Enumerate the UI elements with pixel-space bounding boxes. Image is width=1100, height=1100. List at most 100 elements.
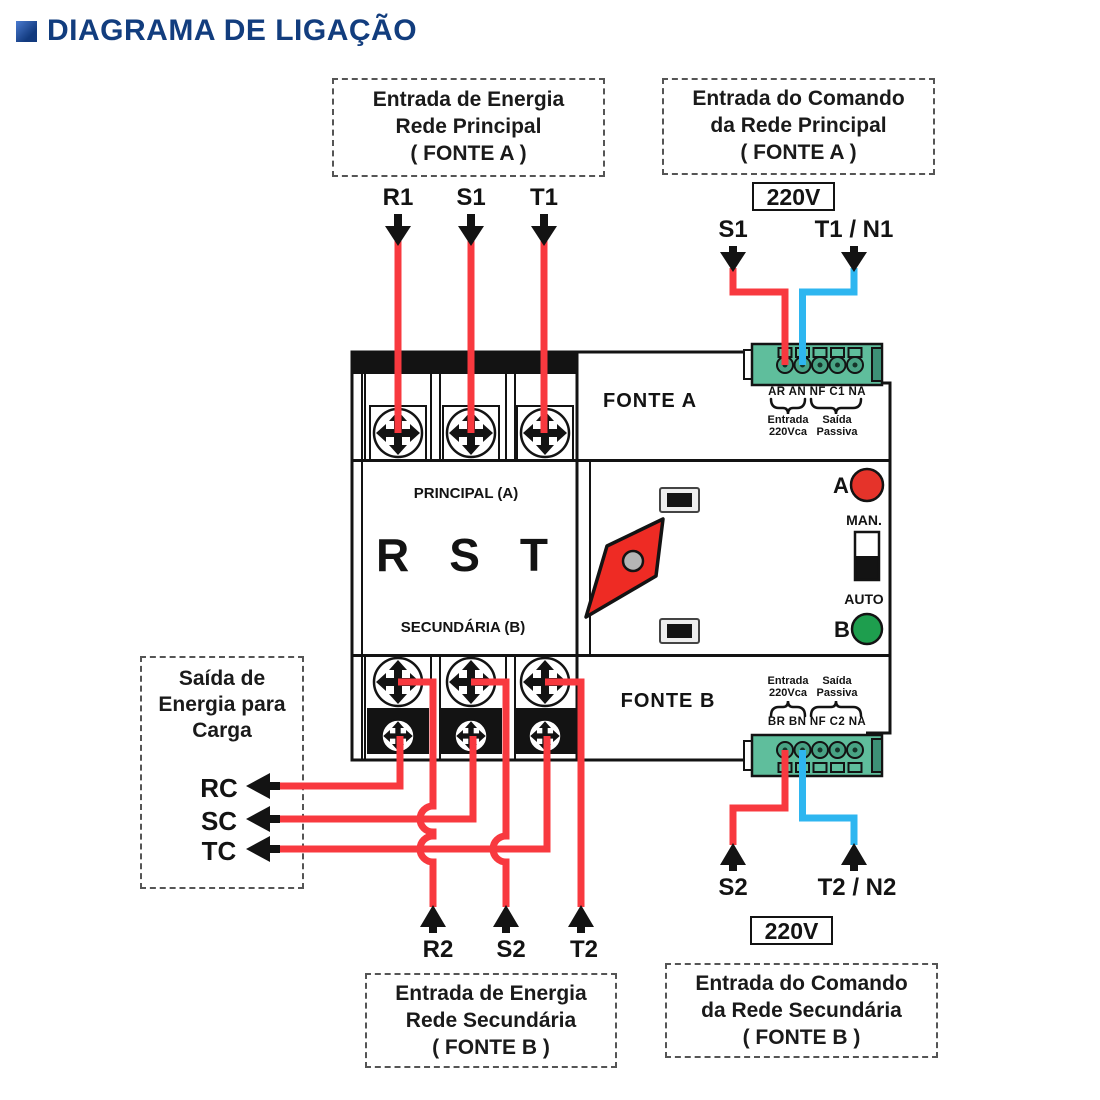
screw-terminal-icon: [372, 407, 424, 459]
box-command-input-b: Entrada do Comando da Rede Secundária ( …: [665, 963, 938, 1058]
label-s2: S2: [496, 936, 526, 963]
arrow-t1-down: [531, 214, 557, 246]
arrow-r1-down: [385, 214, 411, 246]
box-line: Carga: [192, 719, 252, 742]
label-220vca-b: 220Vca: [769, 687, 807, 699]
label-cmd-s2: S2: [718, 874, 748, 901]
label-rc: RC: [200, 773, 238, 803]
phase-t: T: [519, 529, 549, 581]
label-cmd-t1n1: T1 / N1: [814, 216, 894, 243]
man-auto-toggle[interactable]: [853, 530, 881, 582]
box-line: da Rede Principal: [710, 114, 887, 137]
label-rst: R S T: [376, 528, 548, 582]
arrow-s1-down: [458, 214, 484, 246]
label-secundaria-b: SECUNDÁRIA (B): [400, 619, 526, 636]
phase-s: S: [449, 529, 480, 581]
transfer-handle[interactable]: [584, 517, 665, 619]
page-title-row: DIAGRAMA DE LIGAÇÃO: [16, 14, 417, 48]
screw-terminal-icon: [528, 719, 562, 753]
device-body: [352, 352, 890, 760]
brace-saida-a: [809, 397, 863, 415]
label-passiva-a: Passiva: [816, 426, 858, 438]
label-entrada-a: Entrada: [767, 414, 809, 426]
section-label-fonte-b: FONTE B: [620, 690, 716, 712]
label-led-b: B: [834, 617, 850, 642]
voltage-badge-bottom: 220V: [750, 916, 833, 945]
label-led-a: A: [833, 473, 849, 498]
label-t1: T1: [529, 184, 559, 211]
box-line: ( FONTE A ): [410, 142, 527, 165]
wire-cmd-a-neutral: [799, 268, 858, 365]
strip-labels-a: AR AN NF C1 NA: [768, 386, 866, 398]
box-line: Rede Secundária: [405, 1009, 577, 1032]
box-line: Entrada de Energia: [395, 982, 587, 1005]
label-r1: R1: [382, 184, 414, 211]
box-line: Saída de: [178, 667, 266, 690]
arrow-t2-up: [568, 905, 594, 933]
box-line: Entrada do Comando: [692, 87, 905, 110]
label-cmd-t2n2: T2 / N2: [817, 874, 897, 901]
label-man: MAN.: [846, 512, 882, 528]
wire-cmd-a-live: [729, 268, 789, 365]
box-main-input-b: Entrada de Energia Rede Secundária ( FON…: [365, 973, 617, 1068]
screw-terminal-icon: [381, 719, 415, 753]
wire-t2: [545, 678, 585, 907]
led-source-a: [849, 467, 885, 503]
screw-terminal-icon: [519, 656, 571, 708]
arrow-cmd-s1-down: [720, 246, 746, 272]
label-passiva-b: Passiva: [816, 687, 858, 699]
arrow-r2-up: [420, 905, 446, 933]
screw-terminal-icon: [445, 407, 497, 459]
brace-entrada-b: [769, 700, 807, 718]
label-principal-a: PRINCIPAL (A): [413, 485, 519, 502]
box-line: ( FONTE B ): [742, 1026, 861, 1049]
label-sc: SC: [200, 806, 238, 836]
box-load-output: Saída de Energia para Carga: [140, 656, 304, 889]
title-bullet-square-icon: [16, 20, 37, 42]
label-saida-b: Saída: [822, 675, 852, 687]
section-label-fonte-a: FONTE A: [602, 390, 698, 412]
command-terminal-block-a: [743, 342, 884, 387]
led-source-b: [850, 612, 884, 646]
label-220vca-a: 220Vca: [769, 426, 807, 438]
label-saida-a: Saída: [822, 414, 852, 426]
arrow-cmd-t1n1-down: [841, 246, 867, 272]
label-entrada-b: Entrada: [767, 675, 809, 687]
command-terminal-block-b: [743, 733, 884, 778]
screw-terminal-icon: [519, 407, 571, 459]
box-line: Entrada do Comando: [695, 972, 908, 995]
wire-r2: [398, 678, 437, 907]
label-s1: S1: [456, 184, 486, 211]
label-r2: R2: [422, 936, 454, 963]
box-line: ( FONTE B ): [432, 1036, 550, 1059]
screw-terminal-icon: [445, 656, 497, 708]
arrow-cmd-t2n2-up: [841, 843, 867, 871]
box-command-input-a: Entrada do Comando da Rede Principal ( F…: [662, 78, 935, 175]
device-outline: [350, 350, 892, 762]
strip-labels-b: BR BN NF C2 NA: [767, 716, 867, 728]
label-auto: AUTO: [844, 591, 884, 607]
arrow-cmd-s2-up: [720, 843, 746, 871]
box-line: Entrada de Energia: [372, 88, 565, 111]
wire-s2: [471, 678, 510, 907]
screw-terminal-icon: [454, 719, 488, 753]
box-main-input-a: Entrada de Energia Rede Principal ( FONT…: [332, 78, 605, 177]
wire-cmd-b-live: [729, 750, 789, 845]
box-line: da Rede Secundária: [701, 999, 902, 1022]
device-top-bar: [352, 352, 578, 374]
box-line: Energia para: [158, 693, 286, 716]
page-title: DIAGRAMA DE LIGAÇÃO: [47, 14, 418, 47]
box-line: ( FONTE A ): [740, 141, 857, 164]
wire-cmd-b-neutral: [799, 750, 858, 845]
position-window-bottom: [659, 618, 700, 644]
label-t2: T2: [569, 936, 599, 963]
wire-tc: [274, 736, 551, 853]
label-cmd-s1: S1: [718, 216, 748, 243]
screw-terminal-icon: [372, 656, 424, 708]
terminal-columns-top: [364, 374, 574, 461]
position-window-top: [659, 487, 700, 513]
brace-entrada-a: [769, 397, 807, 415]
brace-saida-b: [809, 700, 863, 718]
terminal-columns-bottom: [364, 655, 576, 760]
